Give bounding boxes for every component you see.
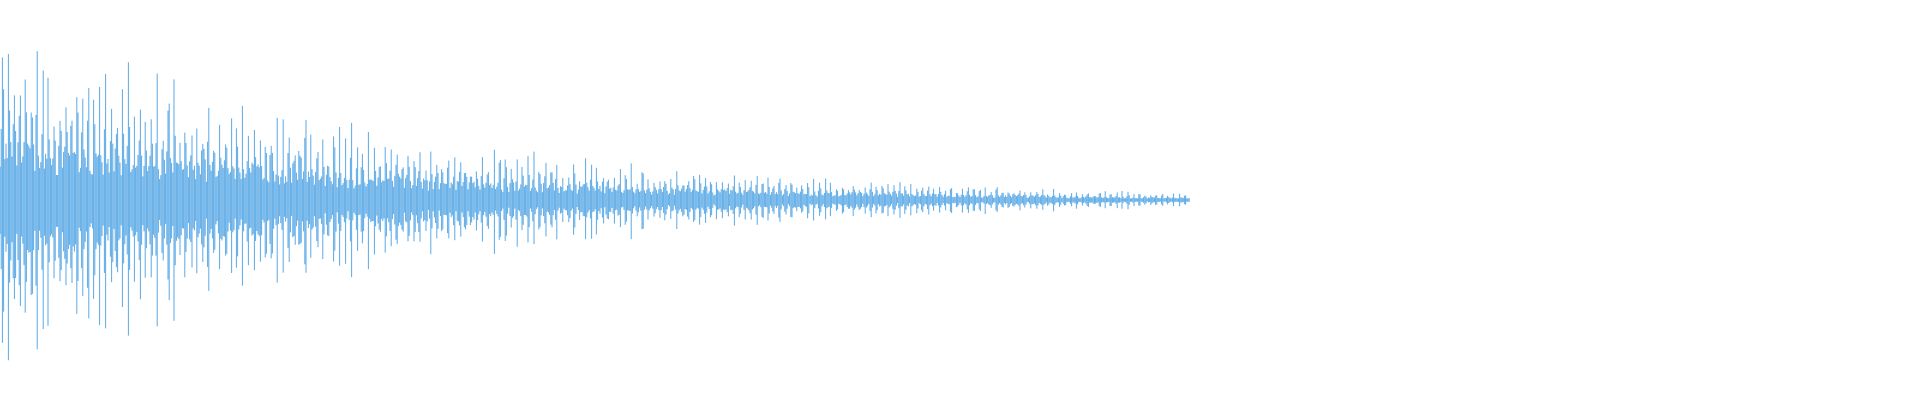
- waveform-lines: [0, 51, 1190, 361]
